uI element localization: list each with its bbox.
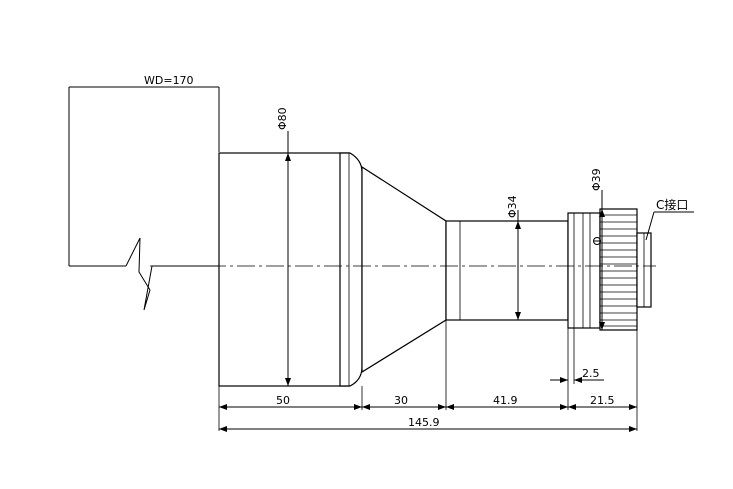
middle-tube-length: 41.9	[493, 394, 518, 407]
flange-length: 2.5	[582, 367, 600, 380]
middle-diameter-label: Φ34	[506, 195, 519, 218]
total-length: 145.9	[408, 416, 440, 429]
front-diameter-label: Φ80	[276, 107, 289, 130]
length-dimension-line	[219, 404, 637, 410]
total-length-dimension	[219, 426, 637, 432]
mount-leader	[645, 211, 655, 241]
rear-collar	[567, 212, 601, 329]
diameter-dimensions	[285, 131, 605, 386]
rear-diameter-label: Φ39	[590, 168, 603, 191]
working-distance-label: WD=170	[144, 74, 194, 87]
extension-lines	[218, 320, 638, 431]
lens-body	[218, 152, 652, 387]
knurled-ring	[599, 208, 638, 331]
front-barrel-length: 50	[276, 394, 290, 407]
rear-length: 21.5	[590, 394, 615, 407]
mount-label: C接口	[656, 197, 688, 212]
working-distance-bracket	[68, 86, 220, 311]
flange-dimension	[550, 377, 604, 383]
front-rim	[339, 152, 363, 387]
cone-length: 30	[394, 394, 408, 407]
cone-section	[361, 165, 447, 374]
front-barrel	[218, 152, 350, 387]
middle-tube	[445, 220, 569, 321]
